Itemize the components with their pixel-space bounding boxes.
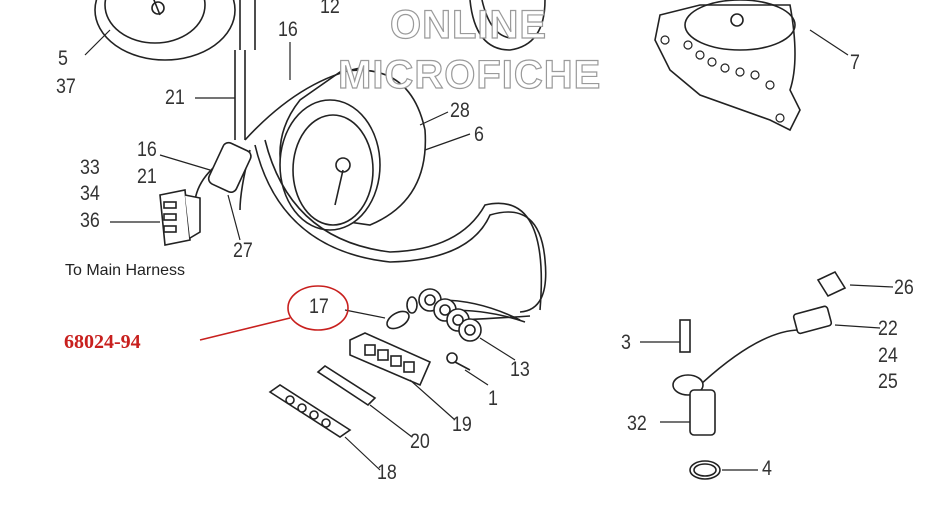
bracket-7 [654, 0, 801, 132]
gauge-top-middle [469, 0, 546, 51]
label-21: 21 [165, 86, 185, 109]
label-16: 16 [278, 18, 298, 41]
label-7: 7 [850, 51, 860, 74]
watermark-line2: MICROFICHE [337, 53, 602, 97]
label-3: 3 [621, 331, 631, 354]
gauge-6 [279, 69, 427, 231]
leader-lines [84, 29, 894, 471]
lamp-housing-19 [349, 332, 432, 387]
bulb-sockets-13 [418, 288, 531, 342]
label-12: 12 [320, 0, 340, 18]
label-5: 5 [58, 47, 68, 70]
label-6: 6 [474, 123, 484, 146]
label-33: 33 [80, 156, 100, 179]
label-4: 4 [762, 457, 772, 480]
wire-harness [194, 0, 547, 313]
bulb-17 [386, 296, 418, 330]
label-21b: 21 [137, 165, 157, 188]
screw-1 [446, 352, 471, 371]
watermark-line1: ONLINE [389, 3, 548, 47]
label-22: 22 [878, 317, 898, 340]
label-20: 20 [410, 430, 430, 453]
label-24: 24 [878, 344, 898, 367]
label-27: 27 [233, 239, 253, 262]
gauge-top-left [94, 0, 236, 61]
lens-20 [316, 365, 377, 407]
label-25: 25 [878, 370, 898, 393]
to-main-harness-note: To Main Harness [65, 262, 186, 279]
part-number-callout: 68024-94 [64, 331, 141, 353]
clip-26 [816, 270, 847, 298]
label-16b: 16 [137, 138, 157, 161]
label-32: 32 [627, 412, 647, 435]
label-37: 37 [56, 75, 76, 98]
label-34: 34 [80, 182, 100, 205]
label-1: 1 [488, 387, 498, 410]
label-36: 36 [80, 209, 100, 232]
label-28: 28 [450, 99, 470, 122]
o-ring-4 [689, 460, 721, 480]
sensor-32 [672, 305, 833, 436]
label-18: 18 [377, 461, 397, 484]
label-13: 13 [510, 358, 530, 381]
connector-33 [159, 189, 201, 246]
label-17: 17 [309, 295, 329, 318]
bar-18 [268, 384, 352, 438]
label-26: 26 [894, 276, 914, 299]
highlight-marker [199, 285, 349, 341]
label-19: 19 [452, 413, 472, 436]
